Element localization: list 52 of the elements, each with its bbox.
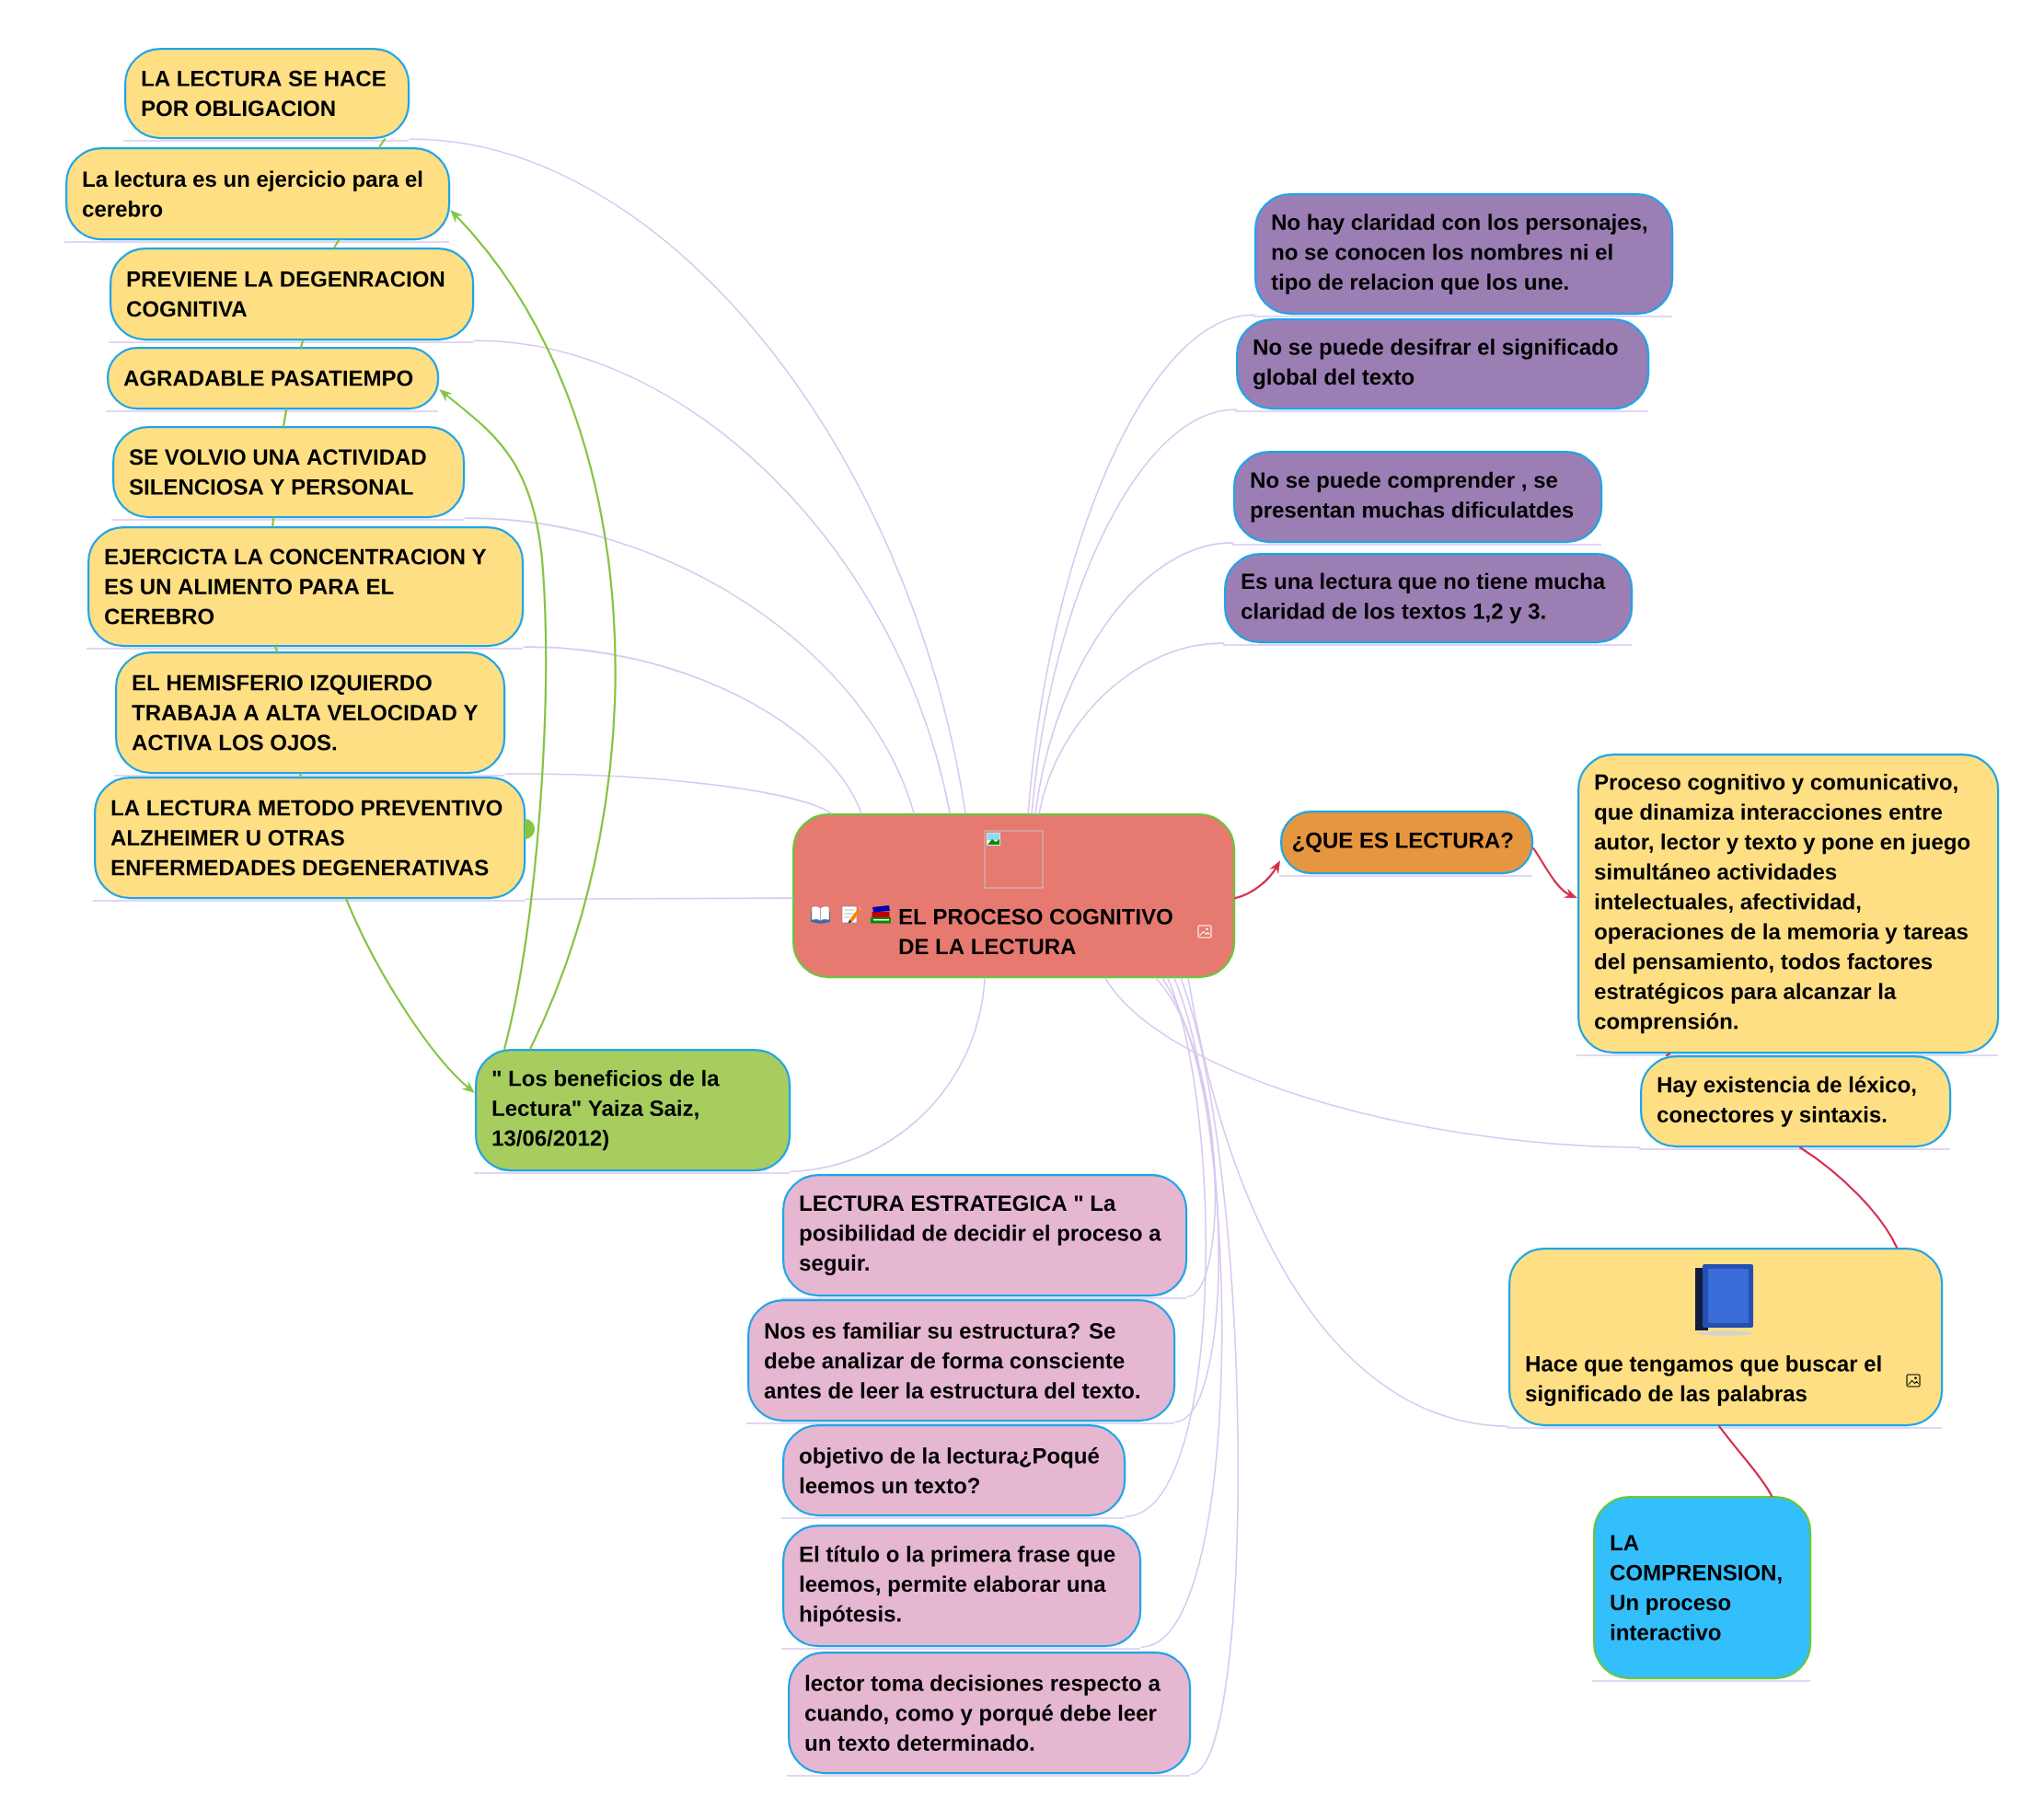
topic-box: objetivo de la lectura¿Poqué leemos un texto? [780,1424,1126,1519]
topic-box: El título o la primera frase que leemos, permite elaborar una hipótesis. [780,1525,1142,1650]
topic-box: La lectura es un ejercicio para el cerebro [64,147,451,243]
branch-line [1034,542,1234,814]
topic-box: No se puede desifrar el significado global del texto [1234,318,1650,412]
topic-box: lector toma decisiones respecto a cuando, como y porqué debe leer un texto determinado. [786,1652,1192,1777]
topic-box: LA LECTURA METODO PREVENTIVO ALZHEIMER U OTRAS ENFERMEDADES DEGENERATIVAS [92,777,526,902]
connector-line [1718,1425,1773,1498]
central-topic: EL PROCESO COGNITIVO DE LA LECTURA [792,813,1236,979]
connector-line [300,340,305,349]
topic-box: LECTURA ESTRATEGICA " La posibilidad de decidir el proceso a seguir. [780,1174,1188,1299]
connector-line [1666,1053,1671,1057]
topic-box: Hay existencia de léxico, conectores y sintaxis. [1638,1055,1952,1150]
branch-line [1187,977,1509,1427]
branch-line [523,646,862,814]
topic-box: PREVIENE LA DEGENRACION COGNITIVA [108,248,475,343]
topic-box: EL HEMISFERIO IZQUIERDO TRABAJA A ALTA VELOCIDAD Y ACTIVA LOS OJOS. [113,651,506,777]
branch-line [504,773,832,814]
branch-line [1125,977,1207,1517]
connector-line [283,409,288,428]
topic-box: Es una lectura que no tiene mucha claridad de los textos 1,2 y 3. [1222,553,1634,646]
branch-line [1161,977,1219,1422]
branch-line [473,340,951,814]
branch-line [1038,642,1225,814]
branch-line [409,138,966,814]
connector-line [271,517,275,528]
connector-line [1799,1146,1899,1249]
topic-box: Hace que tengamos que buscar el significado de las palabras [1507,1248,1944,1429]
branch-line [1180,977,1239,1775]
branch-line [1155,977,1217,1297]
branch-line [790,977,986,1172]
branch-line [464,517,915,814]
topic-box: EJERCICTA LA CONCENTRACION Y ES UN ALIMENTO PARA EL CEREBRO [86,526,525,650]
topic-box: Nos es familiar su estructura? Se debe analizar de forma consciente antes de leer la estructura del texto. [745,1299,1176,1424]
topic-box: " Los beneficios de la Lectura" Yaiza Saiz, 13/06/2012) [473,1049,791,1174]
topic-box: ¿QUE ES LECTURA? [1278,811,1534,877]
branch-line [1031,409,1237,814]
topic-box: No hay claridad con los personajes, no se conocen los nombres ni el tipo de relacion que los une. [1253,193,1674,317]
topic-box: Proceso cognitivo y comunicativo, que dinamiza interacciones entre autor, lector y texto y pone en juego simultáneo actividades intelectuales, afectividad, operaciones de la memoria y tareas del pensamiento, todos factores estratégicos para alcanzar la comprensión. [1576,754,2000,1056]
connector-line [274,646,279,653]
topic-box: AGRADABLE PASATIEMPO [105,347,440,412]
topic-box: No se puede comprender , se presentan muchas dificulatdes [1231,451,1603,546]
branch-line [1104,977,1641,1148]
connector-line [299,773,303,778]
branch-line [525,897,793,900]
topic-box: SE VOLVIO UNA ACTIVIDAD SILENCIOSA Y PERSONAL [110,426,466,521]
topic-box: LA LECTURA SE HACE POR OBLIGACION [122,48,410,142]
topic-box: LA COMPRENSION, Un proceso interactivo [1591,1496,1812,1682]
connector-line [378,138,387,149]
branch-line [1140,977,1223,1648]
branch-line [1027,314,1255,814]
connector-line [333,239,341,249]
